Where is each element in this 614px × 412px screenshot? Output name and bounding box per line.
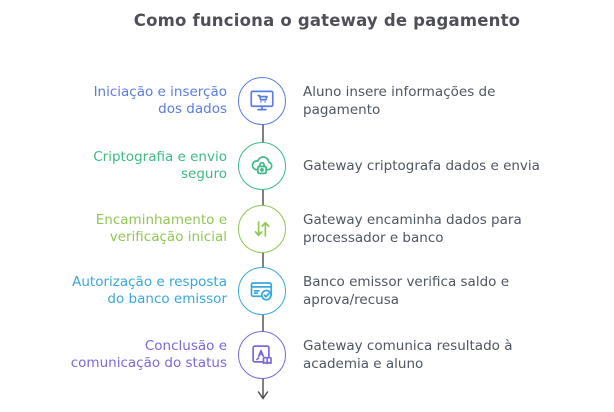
step-label: Criptografia e envio seguro: [93, 148, 227, 182]
page-title: Como funciona o gateway de pagamento: [133, 11, 521, 30]
step-label: Encaminhamento e verificação inicial: [95, 211, 227, 245]
cloud-lock-icon: [251, 156, 273, 175]
step-icon-circle: [238, 267, 286, 315]
step-row: Conclusão e comunicação do status Gatewa…: [0, 323, 614, 387]
step-description: Gateway criptografa dados e envia: [303, 157, 540, 174]
step-description: Gateway comunica resultado à academia e …: [303, 337, 513, 372]
step-row: Encaminhamento e verificação inicial Gat…: [0, 197, 614, 261]
step-icon-circle: [238, 77, 286, 125]
step-label: Conclusão e comunicação do status: [70, 337, 227, 371]
step-label: Iniciação e inserção dos dados: [93, 83, 227, 117]
step-label: Autorização e resposta do banco emissor: [72, 273, 227, 307]
step-icon-circle: [238, 142, 286, 190]
step-row: Criptografia e envio seguro Gateway crip…: [0, 134, 614, 198]
step-description: Gateway encaminha dados para processador…: [303, 211, 522, 246]
step-icon-circle: [238, 331, 286, 379]
step-description: Banco emissor verifica saldo e aprova/re…: [303, 273, 510, 308]
arrows-up-down-icon: [254, 221, 270, 237]
step-description: Aluno insere informações de pagamento: [303, 83, 496, 118]
step-row: Iniciação e inserção dos dados Aluno ins…: [0, 69, 614, 133]
step-row: Autorização e resposta do banco emissor …: [0, 259, 614, 323]
book-a-icon: [252, 345, 272, 365]
step-icon-circle: [238, 205, 286, 253]
monitor-cart-icon: [250, 90, 274, 111]
card-check-icon: [250, 282, 273, 301]
